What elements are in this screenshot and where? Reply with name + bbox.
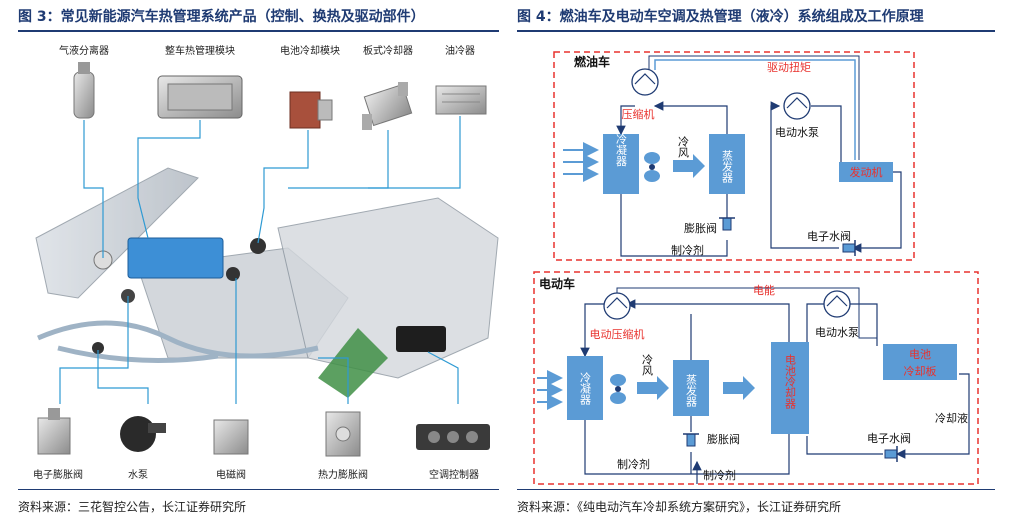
solenoid-valve-image bbox=[213, 419, 249, 455]
fuel-drive-torque-line-outer bbox=[648, 55, 860, 160]
ev-air-arrow-1 bbox=[637, 376, 669, 400]
fuel-drive-torque-label: 驱动扭矩 bbox=[767, 60, 811, 74]
label-battery-cooling-module: 电池冷却模块 bbox=[280, 44, 340, 57]
ev-battery-cooler-box bbox=[771, 342, 809, 434]
ev-expansion-valve-label: 膨胀阀 bbox=[707, 432, 740, 446]
left-footer-rule bbox=[18, 489, 499, 490]
ev-water-valve-icon bbox=[884, 446, 898, 462]
ev-power-label: 电能 bbox=[753, 283, 775, 297]
ev-expansion-valve-icon bbox=[683, 433, 699, 447]
fuel-water-pump bbox=[783, 92, 811, 120]
fuel-air-arrow bbox=[673, 154, 705, 178]
fuel-evaporator-label: 蒸发器 bbox=[721, 150, 734, 184]
ev-compressor-label: 电动压缩机 bbox=[590, 327, 645, 341]
callout-lines bbox=[59, 116, 461, 404]
fuel-intake-arrows bbox=[563, 142, 599, 182]
ev-coolant-label: 冷却液 bbox=[935, 411, 968, 425]
fuel-vehicle-heading: 燃油车 bbox=[574, 54, 610, 69]
fuel-condenser-label: 冷凝器 bbox=[615, 133, 628, 167]
ev-refrigerant-label-2: 制冷剂 bbox=[703, 468, 736, 482]
label-solenoid-valve: 电磁阀 bbox=[216, 468, 246, 481]
fuel-coolant-loop bbox=[770, 101, 902, 253]
ev-condenser-label: 冷凝器 bbox=[579, 372, 592, 406]
right-footer-rule bbox=[517, 489, 995, 490]
ev-water-pump-label: 电动水泵 bbox=[815, 326, 859, 339]
battery-cooling-module-image bbox=[289, 91, 333, 129]
oil-cooler-image bbox=[435, 85, 487, 115]
right-title-rule bbox=[517, 30, 995, 32]
ev-cooling-plate-label: 冷却板 bbox=[904, 364, 937, 378]
ev-refrigerant-label-1: 制冷剂 bbox=[617, 457, 650, 471]
ev-air-arrow-2 bbox=[723, 376, 755, 400]
label-water-pump: 水泵 bbox=[128, 469, 148, 481]
ac-controller-image bbox=[416, 424, 490, 450]
thermal-products-illustration: 气液分离器 整车热管理模块 电池冷却模块 板式冷却器 油冷器 电子膨胀阀 水泵 … bbox=[33, 44, 499, 481]
fuel-evaporator-box bbox=[709, 134, 745, 194]
fuel-expansion-valve-icon bbox=[719, 217, 735, 231]
label-ac-controller: 空调控制器 bbox=[429, 468, 479, 481]
fuel-compressor bbox=[631, 68, 659, 96]
right-figure-title: 图 4：燃油车及电动车空调及热管理（液冷）系统组成及工作原理 bbox=[517, 9, 924, 25]
ev-coolant-loop bbox=[797, 303, 970, 459]
fuel-compressor-label: 压缩机 bbox=[622, 107, 655, 121]
gas-liquid-separator-image bbox=[73, 62, 95, 119]
ev-battery-box bbox=[883, 344, 957, 380]
ev-frame bbox=[533, 271, 979, 485]
fuel-expansion-valve-label: 膨胀阀 bbox=[684, 221, 717, 235]
fuel-engine-label: 发动机 bbox=[850, 165, 883, 179]
ev-condenser-box bbox=[567, 356, 603, 420]
ev-battery-label: 电池 bbox=[909, 348, 931, 361]
ev-water-valve-label: 电子水阀 bbox=[867, 431, 911, 445]
fuel-vehicle-frame bbox=[553, 51, 915, 261]
left-figure-title: 图 3：常见新能源汽车热管理系统产品（控制、换热及驱动部件） bbox=[18, 9, 425, 25]
fuel-condenser-box bbox=[603, 134, 639, 194]
water-pump-image bbox=[120, 416, 166, 452]
vehicle-thermal-module-image bbox=[157, 75, 243, 119]
right-source-note: 资料来源：《纯电动汽车冷却系统方案研究》，长江证券研究所 bbox=[517, 500, 842, 514]
fuel-refrigerant-label: 制冷剂 bbox=[671, 243, 704, 257]
ev-evaporator-box bbox=[673, 360, 709, 416]
thermal-system-diagram: 燃油车 压缩机 驱动扭矩 冷凝器 冷风 蒸发器 膨胀阀 制冷剂 bbox=[533, 51, 979, 485]
left-source-note: 资料来源：三花智控公告，长江证券研究所 bbox=[18, 500, 247, 514]
ev-compressor bbox=[603, 292, 631, 320]
fuel-water-valve-label: 电子水阀 bbox=[807, 229, 851, 243]
electronic-expansion-valve-image bbox=[37, 408, 71, 455]
fuel-fan-icon bbox=[644, 152, 660, 182]
vehicle-chassis-image bbox=[35, 167, 499, 398]
ev-evaporator-label: 蒸发器 bbox=[685, 374, 698, 408]
ev-fan-icon bbox=[610, 374, 626, 404]
ev-intake-arrows bbox=[537, 370, 563, 410]
ev-water-pump bbox=[823, 290, 851, 318]
label-vehicle-thermal-module: 整车热管理模块 bbox=[165, 44, 235, 57]
thermal-expansion-valve-image bbox=[325, 411, 361, 457]
label-plate-cooler: 板式冷却器 bbox=[363, 44, 413, 57]
ev-cold-air-label: 冷风 bbox=[641, 354, 654, 376]
left-title-rule bbox=[18, 30, 499, 32]
fuel-water-valve-icon bbox=[842, 240, 856, 256]
fuel-engine-box bbox=[839, 162, 893, 182]
ev-heading: 电动车 bbox=[539, 276, 575, 291]
label-oil-cooler: 油冷器 bbox=[445, 44, 475, 57]
label-gas-liquid-separator: 气液分离器 bbox=[59, 44, 109, 57]
fuel-water-pump-label: 电动水泵 bbox=[775, 126, 819, 139]
label-electronic-expansion-valve: 电子膨胀阀 bbox=[33, 468, 83, 481]
fuel-drive-torque-line bbox=[654, 59, 856, 160]
plate-cooler-image bbox=[362, 82, 413, 130]
ev-battery-cooler-label: 电池冷却器 bbox=[784, 354, 797, 410]
label-thermal-expansion-valve: 热力膨胀阀 bbox=[318, 468, 368, 481]
fuel-cold-air-label: 冷风 bbox=[677, 136, 690, 158]
